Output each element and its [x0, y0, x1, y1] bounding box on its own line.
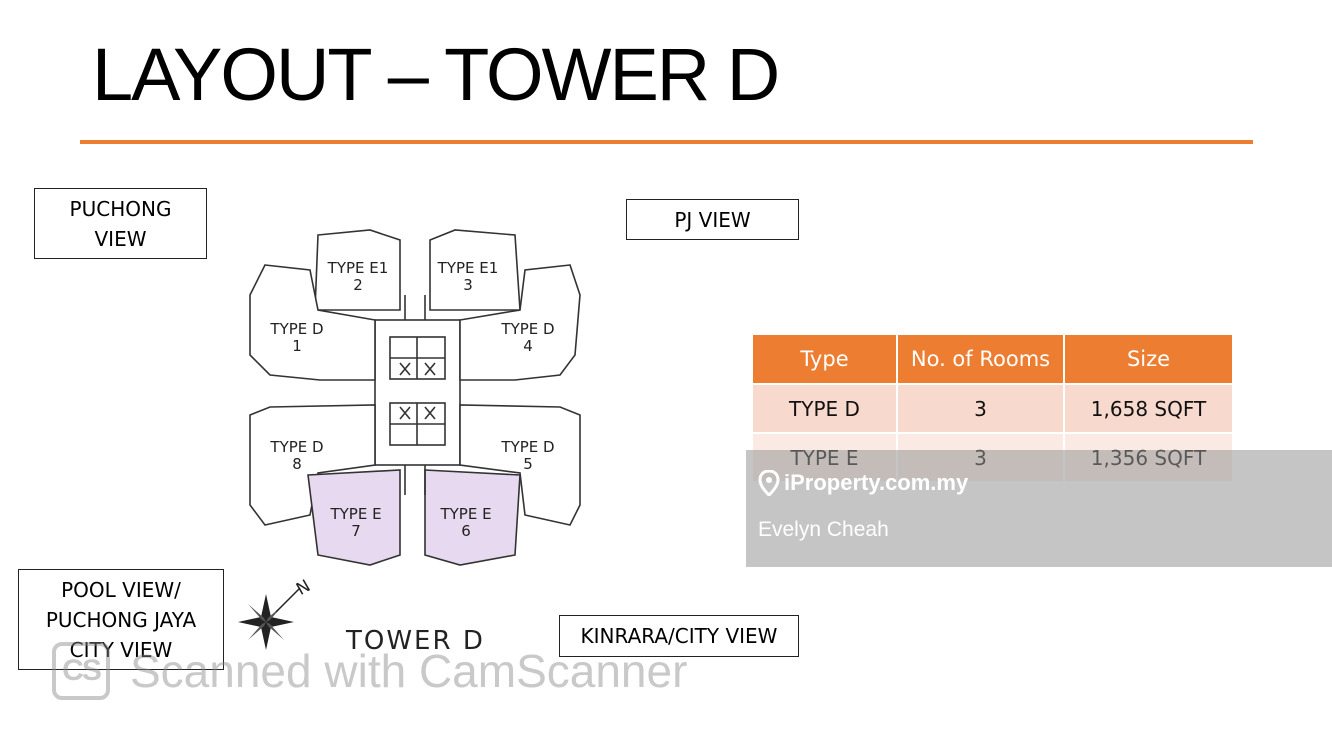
unit-4-number: 4: [523, 337, 533, 355]
compass-north-label: N: [293, 576, 314, 600]
unit-7-type: TYPE E: [329, 505, 381, 523]
cell-type: TYPE D: [751, 383, 898, 434]
unit-8-number: 8: [292, 455, 302, 473]
unit-4-type: TYPE D: [500, 320, 554, 338]
camscanner-logo-icon: CS: [52, 642, 110, 700]
unit-1-type: TYPE D: [269, 320, 323, 338]
unit-6-number: 6: [461, 522, 471, 540]
unit-1-number: 1: [292, 337, 302, 355]
unit-2-number: 2: [353, 276, 363, 294]
unit-5-type: TYPE D: [500, 438, 554, 456]
pool-view-label: POOL VIEW/ PUCHONG JAYA CITY VIEW: [18, 569, 224, 670]
table-header-row: Type No. of Rooms Size: [751, 333, 1234, 385]
kinrara-view-label: KINRARA/CITY VIEW: [559, 615, 799, 657]
unit-8-type: TYPE D: [269, 438, 323, 456]
table-row: TYPE D 3 1,658 SQFT: [751, 383, 1234, 434]
header-size: Size: [1063, 333, 1234, 385]
puchong-view-label: PUCHONG VIEW: [34, 188, 207, 259]
watermark-agent: Evelyn Cheah: [758, 518, 889, 541]
location-pin-icon: [758, 470, 780, 496]
watermark-brand: iProperty.com.my: [784, 470, 969, 495]
tower-d-floor-plan: TYPE E1 2 TYPE E1 3 TYPE D 1 TYPE D 4 TY…: [249, 229, 581, 566]
unit-3-type: TYPE E1: [437, 259, 499, 277]
header-rooms: No. of Rooms: [896, 333, 1065, 385]
camscanner-stamp: CS Scanned with CamScanner: [52, 642, 687, 700]
iproperty-watermark: iProperty.com.my Evelyn Cheah: [746, 450, 1332, 567]
title-underline: [80, 140, 1253, 144]
header-type: Type: [751, 333, 898, 385]
page-title: LAYOUT – TOWER D: [92, 33, 780, 116]
cell-rooms: 3: [896, 383, 1065, 434]
unit-7-number: 7: [351, 522, 361, 540]
unit-2-type: TYPE E1: [327, 259, 389, 277]
cell-size: 1,658 SQFT: [1063, 383, 1234, 434]
tower-caption: TOWER D: [346, 626, 485, 656]
pj-view-label: PJ VIEW: [626, 199, 799, 240]
north-compass-icon: N: [238, 576, 314, 650]
camscanner-text: Scanned with CamScanner: [130, 645, 688, 697]
unit-3-number: 3: [463, 276, 473, 294]
unit-5-number: 5: [523, 455, 533, 473]
unit-6-type: TYPE E: [439, 505, 491, 523]
